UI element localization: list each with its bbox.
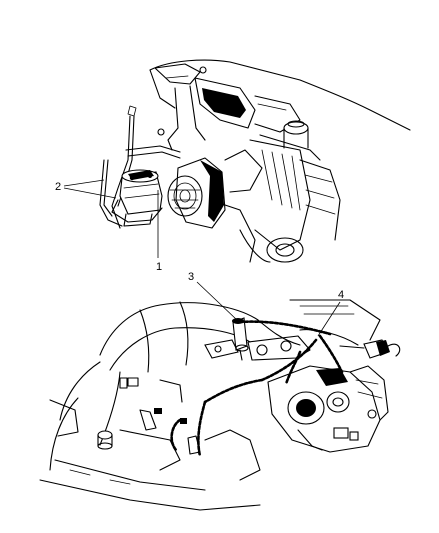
vacuum-hose <box>232 317 249 361</box>
callout-4: 4 <box>338 289 344 301</box>
callout-3: 3 <box>188 271 194 283</box>
harness-clips <box>97 377 201 455</box>
throttle-body <box>267 365 389 453</box>
sensor-connector <box>339 339 401 359</box>
upper-engine-view <box>149 59 411 263</box>
callout-2: 2 <box>55 181 61 193</box>
evap-canister-assembly <box>111 169 163 227</box>
lower-engine-view <box>39 299 381 511</box>
callout-1: 1 <box>156 261 162 273</box>
wiring-harness <box>170 320 344 458</box>
